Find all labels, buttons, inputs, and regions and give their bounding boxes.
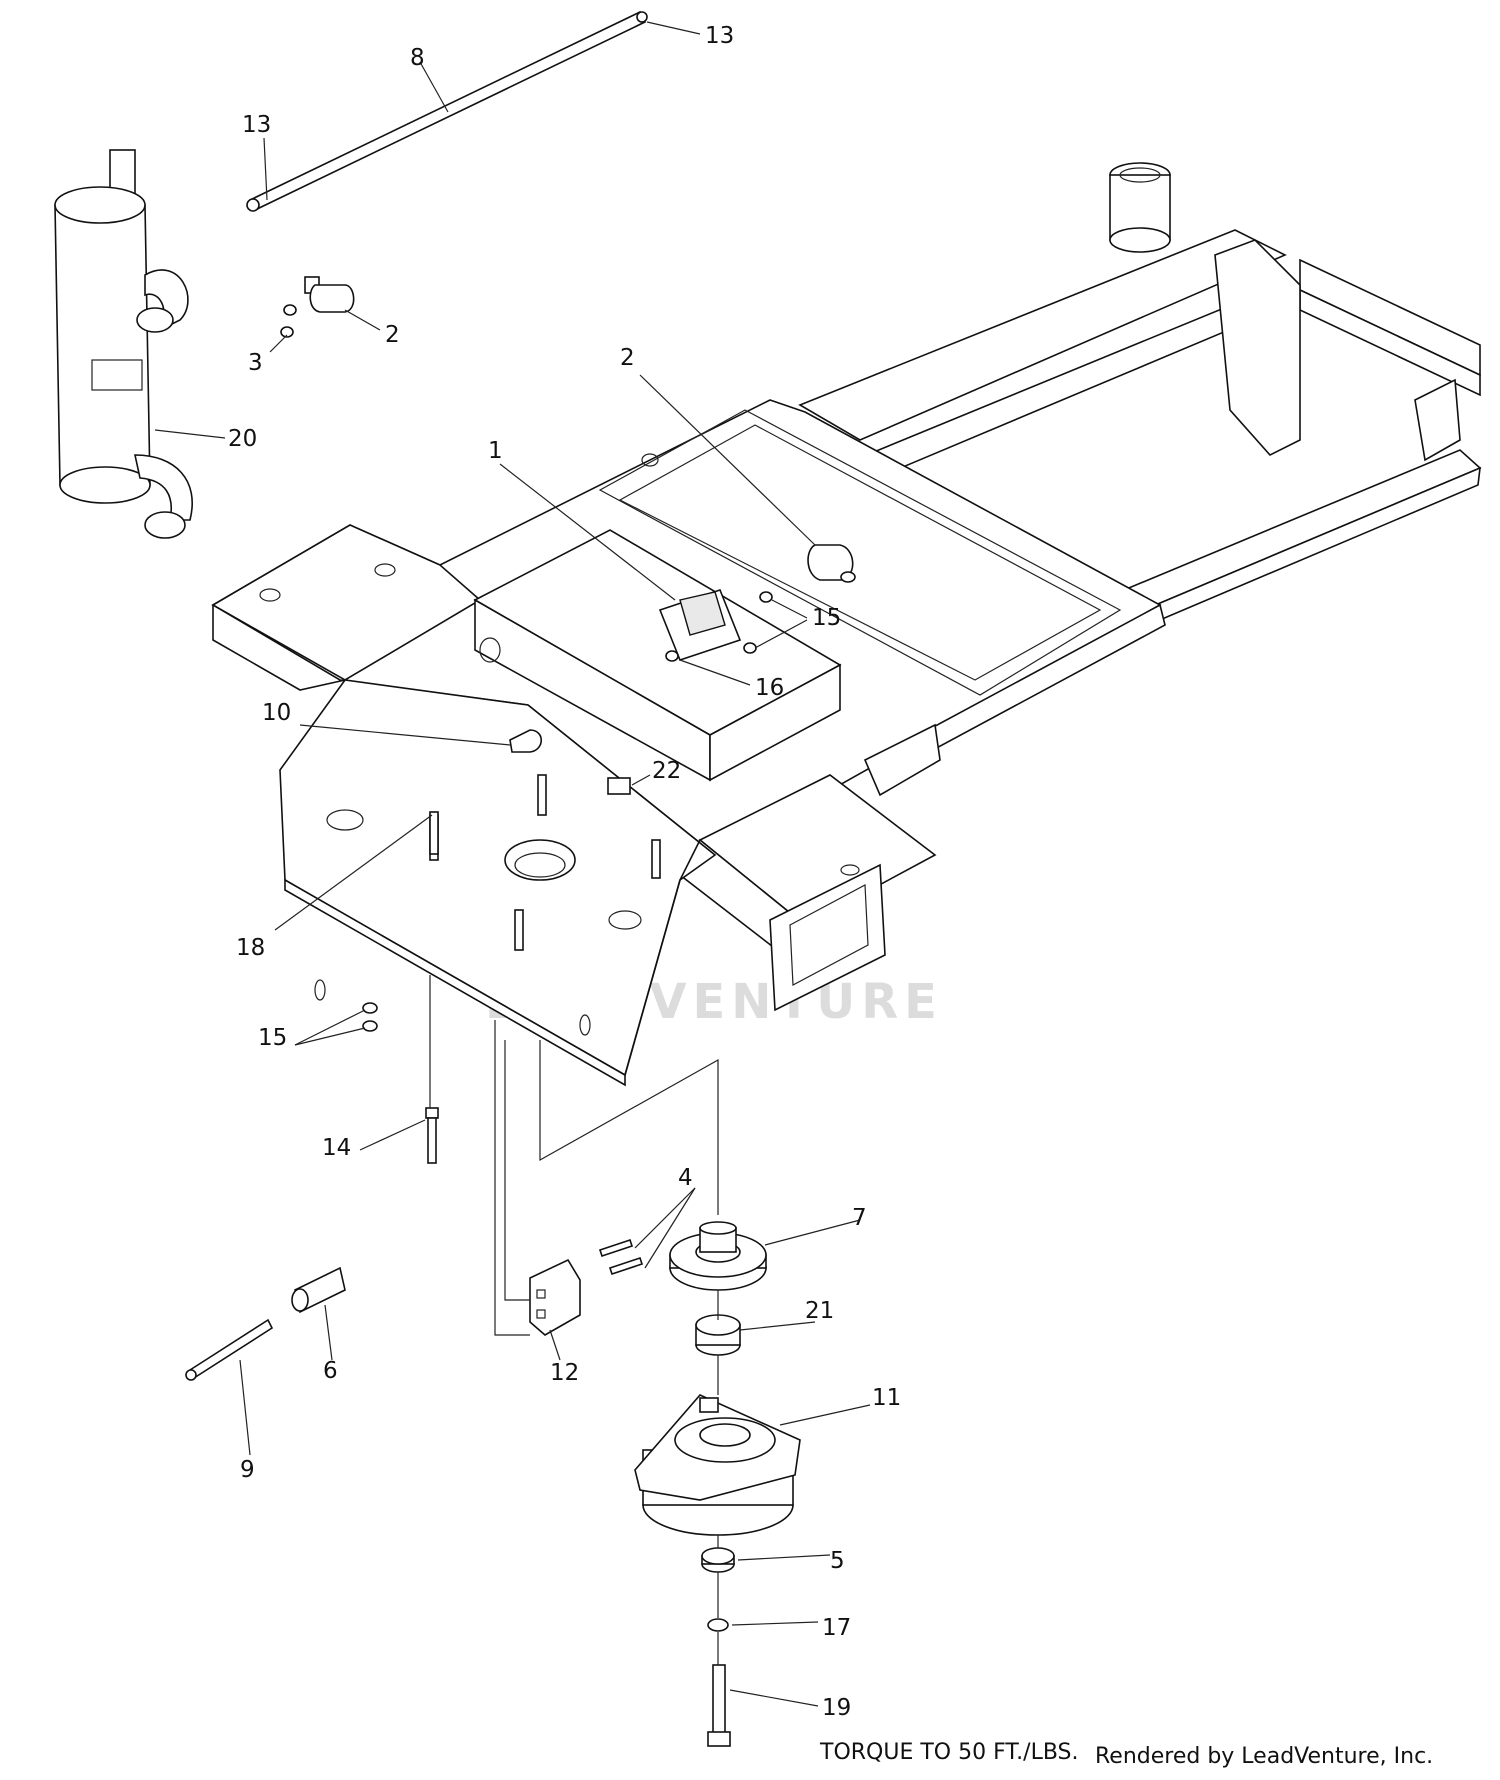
callout-labels: 13 8 13 2 3 20 2 1 15 16 10 22 18 15 14 … (228, 23, 901, 1721)
nut-3 (280, 326, 294, 338)
clip-part (607, 777, 631, 795)
callout-1: 1 (488, 438, 503, 464)
callout-7: 7 (852, 1205, 867, 1231)
callout-14: 14 (322, 1135, 351, 1161)
nut-15-upper-a (759, 591, 773, 603)
callout-4: 4 (678, 1165, 693, 1191)
callout-2-right: 2 (620, 345, 635, 371)
lockwasher-part (707, 1618, 729, 1632)
leader-lines (154, 21, 871, 1707)
callout-8: 8 (410, 45, 425, 71)
bolt-14-part (425, 1107, 439, 1164)
render-credit: Rendered by LeadVenture, Inc. (1095, 1744, 1434, 1769)
callout-2-upper: 2 (385, 322, 400, 348)
clutch-part (634, 1394, 801, 1536)
knob-part (509, 729, 543, 753)
nut-16 (665, 650, 679, 662)
screws-4-part (598, 1238, 644, 1276)
callout-5: 5 (830, 1548, 845, 1574)
callout-10: 10 (262, 700, 291, 726)
rod-part (246, 10, 648, 212)
callout-3: 3 (248, 350, 263, 376)
callout-20: 20 (228, 426, 257, 452)
nut-15-upper-b (743, 642, 757, 654)
fitting-right-part (807, 544, 856, 583)
bushing-part (291, 1266, 346, 1314)
callout-13-top-right: 13 (705, 23, 734, 49)
nut-15-lower-b (362, 1020, 378, 1032)
callout-18: 18 (236, 935, 265, 961)
washer-part (701, 1547, 735, 1573)
bolt-19-part (707, 1664, 731, 1747)
callout-22: 22 (652, 758, 681, 784)
callout-11: 11 (872, 1385, 901, 1411)
callout-13-left: 13 (242, 112, 271, 138)
bracket-part (529, 1258, 581, 1336)
callout-9: 9 (240, 1457, 255, 1483)
torque-note: TORQUE TO 50 FT./LBS. (820, 1740, 1079, 1765)
callout-12: 12 (550, 1360, 579, 1386)
bolt-18-part (429, 811, 439, 855)
fitting-upper-part (283, 276, 355, 316)
main-frame (211, 162, 1482, 1087)
valve-part (658, 589, 742, 661)
callout-15-upper: 15 (812, 605, 841, 631)
muffler-part (54, 149, 193, 539)
callout-6: 6 (323, 1358, 338, 1384)
pin-part (185, 1318, 274, 1381)
nut-15-lower-a (362, 1002, 378, 1014)
callout-15-lower: 15 (258, 1025, 287, 1051)
callout-21: 21 (805, 1298, 834, 1324)
pulley-part (669, 1221, 767, 1291)
callout-16: 16 (755, 675, 784, 701)
callout-19: 19 (822, 1695, 851, 1721)
spacer-part (695, 1314, 741, 1356)
callout-17: 17 (822, 1615, 851, 1641)
